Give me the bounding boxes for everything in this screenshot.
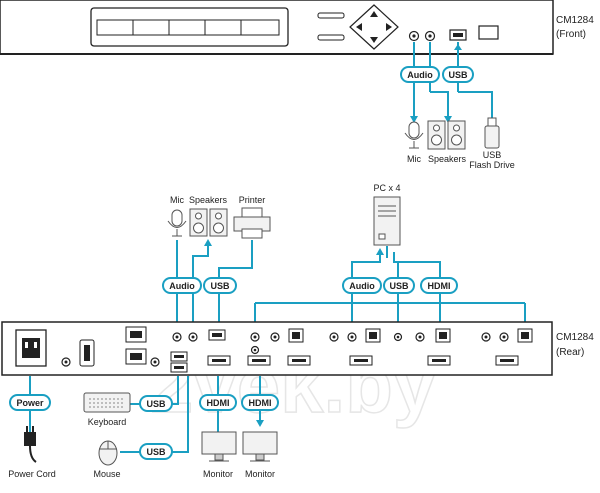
usb-mouse-pill: USB xyxy=(139,443,173,460)
svg-text:USB: USB xyxy=(448,70,468,80)
power-pill: Power xyxy=(9,394,51,411)
rear-usb-pill-left: USB xyxy=(203,277,237,294)
mouse-icon xyxy=(98,440,118,466)
svg-text:USB: USB xyxy=(210,281,230,291)
front-mic-label: Mic xyxy=(407,154,421,164)
front-model: CM1284 xyxy=(556,15,594,26)
front-usb-pill: USB xyxy=(442,66,474,83)
svg-text:HDMI: HDMI xyxy=(428,281,451,291)
rear-speakers-icon xyxy=(189,208,228,237)
rear-printer-label: Printer xyxy=(239,195,266,205)
usb-flash-drive-icon xyxy=(484,117,500,149)
monitor-label-2: Monitor xyxy=(245,469,275,479)
rear-model: CM1284 xyxy=(556,332,594,343)
hdmi-pill-2: HDMI xyxy=(241,394,279,411)
rear-cables xyxy=(29,239,526,453)
mouse-label: Mouse xyxy=(93,469,120,479)
svg-text:USB: USB xyxy=(389,281,409,291)
front-side-label: (Front) xyxy=(556,29,586,40)
keyboard-label: Keyboard xyxy=(88,417,127,427)
svg-text:HDMI: HDMI xyxy=(249,398,272,408)
front-speakers-label: Speakers xyxy=(428,154,467,164)
svg-text:HDMI: HDMI xyxy=(207,398,230,408)
svg-text:Power: Power xyxy=(16,398,44,408)
monitor-label-1: Monitor xyxy=(203,469,233,479)
rear-audio-pill-left: Audio xyxy=(162,277,202,294)
power-plug-icon xyxy=(24,426,37,463)
nav-pad-icon xyxy=(349,4,399,50)
rear-microphone-icon xyxy=(167,209,187,237)
rear-hdmi-pill-right: HDMI xyxy=(420,277,458,294)
svg-text:USB: USB xyxy=(146,447,166,457)
usb-keyboard-pill: USB xyxy=(139,395,173,412)
rear-side-label: (Rear) xyxy=(556,347,584,358)
pc-tower-icon xyxy=(373,196,401,246)
rear-speakers-label: Speakers xyxy=(189,195,228,205)
svg-text:USB: USB xyxy=(146,399,166,409)
rear-panel xyxy=(1,321,553,376)
monitor-icon-1 xyxy=(201,431,237,462)
svg-text:Audio: Audio xyxy=(407,70,433,80)
printer-icon xyxy=(233,207,271,239)
microphone-icon xyxy=(404,121,424,149)
front-usb-label-2: Flash Drive xyxy=(469,160,515,170)
speakers-icon xyxy=(427,120,466,150)
svg-text:Audio: Audio xyxy=(169,281,195,291)
keyboard-icon xyxy=(83,392,131,413)
front-usb-label-1: USB xyxy=(483,150,502,160)
svg-text:Audio: Audio xyxy=(349,281,375,291)
hdmi-pill-1: HDMI xyxy=(199,394,237,411)
rear-mic-label: Mic xyxy=(170,195,184,205)
rear-usb-pill-right: USB xyxy=(383,277,415,294)
front-audio-pill: Audio xyxy=(400,66,440,83)
rear-pcs-label: PC x 4 xyxy=(373,183,400,193)
monitor-icon-2 xyxy=(242,431,278,462)
power-cord-label: Power Cord xyxy=(8,469,56,479)
front-panel xyxy=(0,0,554,55)
rear-audio-pill-right: Audio xyxy=(342,277,382,294)
